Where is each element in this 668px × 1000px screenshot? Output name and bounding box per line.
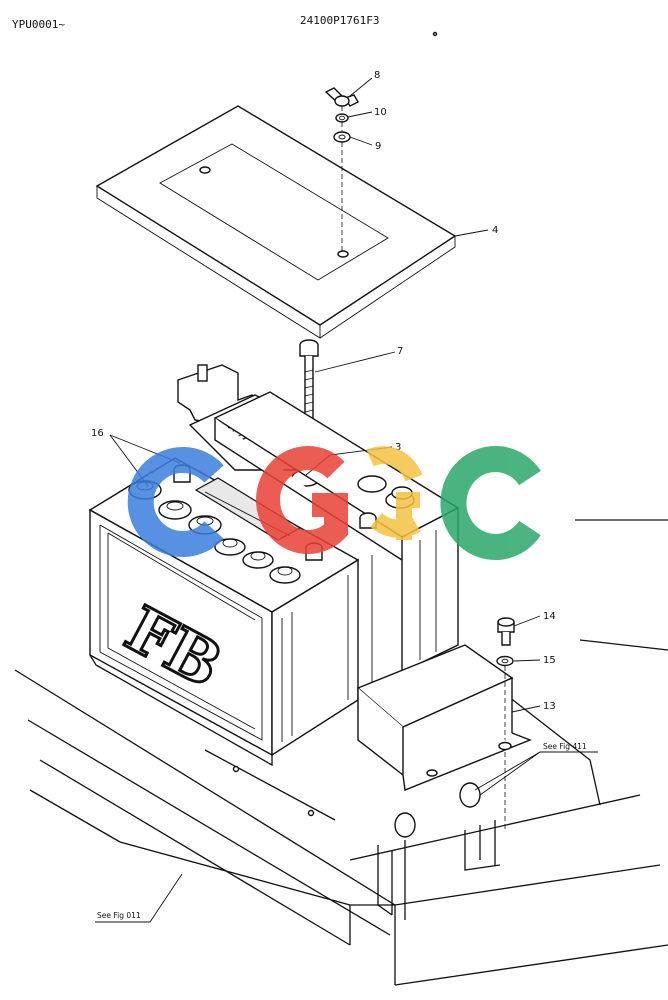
see-fig-411-label: See Fig 411 <box>543 742 587 751</box>
callout-16: 16 <box>91 428 104 439</box>
callout-14: 14 <box>543 611 556 622</box>
battery-cover-plate <box>95 105 457 339</box>
callout-10: 10 <box>374 107 387 118</box>
callout-13: 13 <box>543 701 556 712</box>
flat-washer <box>333 131 351 143</box>
figure-code-label: 24100P1761F3 <box>300 14 379 27</box>
front-battery: FB <box>88 457 360 767</box>
callout-4: 4 <box>492 225 498 236</box>
callout-7: 7 <box>397 346 403 357</box>
cover-bolt <box>497 617 515 646</box>
terminal-cover <box>356 644 532 791</box>
spring-washer <box>335 113 349 123</box>
see-fig-011-label: See Fig 011 <box>97 911 141 920</box>
watermark-logo <box>127 446 541 560</box>
callout-8: 8 <box>374 70 380 81</box>
cover-washer <box>496 655 514 667</box>
serial-range-label: YPU0001~ <box>12 18 65 31</box>
callout-9: 9 <box>375 141 381 152</box>
callout-15: 15 <box>543 655 556 666</box>
callout-3: 3 <box>395 442 401 453</box>
wing-nut <box>324 87 359 107</box>
